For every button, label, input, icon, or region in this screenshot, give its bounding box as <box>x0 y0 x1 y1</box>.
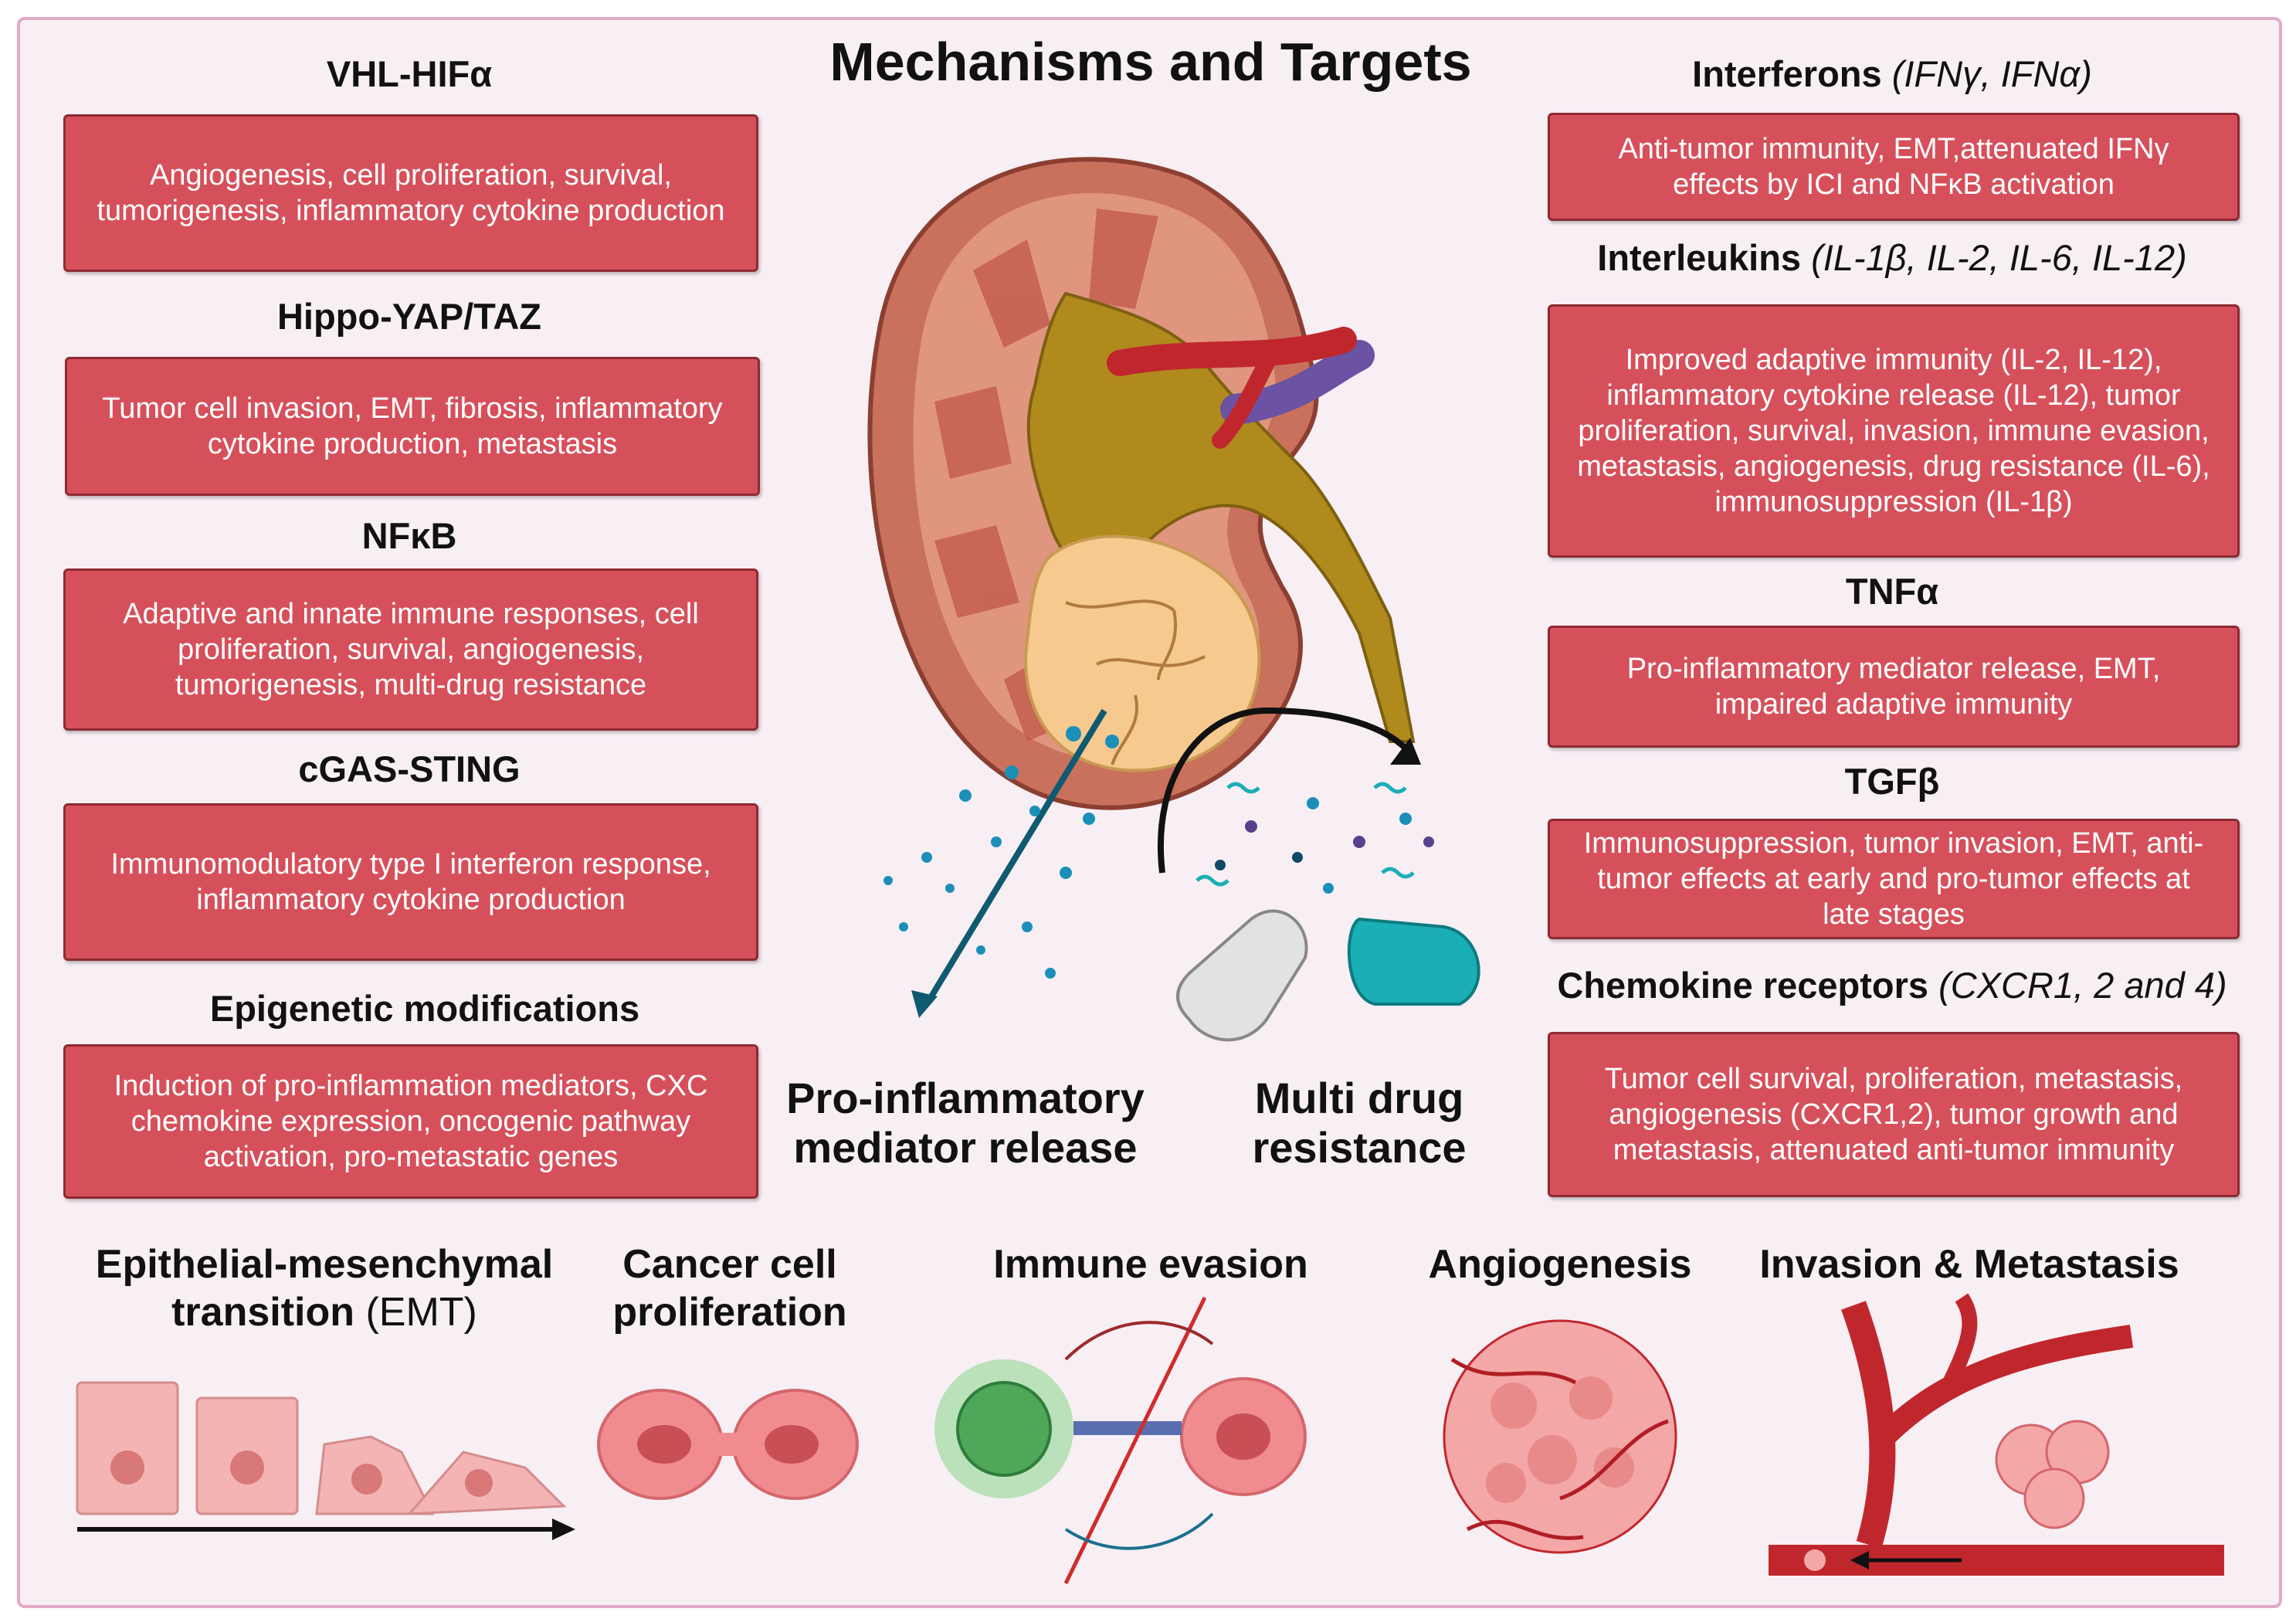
label-cancer-proliferation: Cancer cell proliferation <box>612 1242 847 1335</box>
box-hippo-yap-taz: Tumor cell invasion, EMT, fibrosis, infl… <box>65 357 760 496</box>
capsule-icon <box>1176 909 1480 1042</box>
release-arrow <box>924 708 1107 1006</box>
metastasis-vessel-illustration <box>1769 1293 2224 1576</box>
label-mediator-release: Pro-inflammatory mediator release <box>786 1074 1145 1172</box>
heading-tnfa: TNFα <box>1845 571 1939 612</box>
heading-cgas-sting: cGAS-STING <box>298 748 521 789</box>
heading-epigenetic: Epigenetic modifications <box>209 988 640 1029</box>
kidney-illustration <box>867 157 1416 810</box>
dividing-cell-illustration <box>597 1389 859 1500</box>
tumor-vasculature-illustration <box>1443 1319 1677 1554</box>
drug-particles <box>1195 782 1434 894</box>
mdr-arrow <box>1158 707 1416 874</box>
box-vhl-hif: Angiogenesis, cell proliferation, surviv… <box>63 114 758 272</box>
heading-hippo-yap-taz: Hippo-YAP/TAZ <box>276 296 542 337</box>
label-multi-drug-resistance: Multi drug resistance <box>1252 1074 1467 1172</box>
heading-interleukins: Interleukins (IL-1β, IL-2, IL-6, IL-12) <box>1597 237 2187 278</box>
box-chemokine-receptors: Tumor cell survival, proliferation, meta… <box>1548 1032 2240 1197</box>
figure-title: Mechanisms and Targets <box>829 32 1472 92</box>
label-invasion-metastasis: Invasion & Metastasis <box>1759 1242 2179 1287</box>
box-nfkb: Adaptive and innate immune responses, ce… <box>63 568 758 731</box>
immune-evasion-illustration <box>934 1296 1307 1585</box>
emt-cells-illustration <box>76 1381 567 1515</box>
box-interferons: Anti-tumor immunity, EMT,attenuated IFNγ… <box>1548 113 2240 221</box>
box-epigenetic: Induction of pro-inflammation mediators,… <box>63 1044 758 1199</box>
box-tnfa: Pro-inflammatory mediator release, EMT, … <box>1548 626 2240 748</box>
heading-tgfb: TGFβ <box>1844 761 1940 802</box>
label-immune-evasion: Immune evasion <box>993 1242 1308 1287</box>
heading-interferons: Interferons (IFNγ, IFNα) <box>1692 53 2092 94</box>
heading-nfkb: NFκB <box>361 515 457 556</box>
heading-vhl-hif: VHL-HIFα <box>326 53 493 94</box>
label-angiogenesis: Angiogenesis <box>1428 1242 1692 1287</box>
box-tgfb: Immunosuppression, tumor invasion, EMT, … <box>1548 819 2240 939</box>
heading-chemokine-receptors: Chemokine receptors (CXCR1, 2 and 4) <box>1557 965 2227 1006</box>
box-interleukins: Improved adaptive immunity (IL-2, IL-12)… <box>1548 304 2240 558</box>
label-emt: Epithelial-mesenchymal transition (EMT) <box>95 1242 554 1335</box>
box-cgas-sting: Immunomodulatory type I interferon respo… <box>63 803 758 961</box>
mediator-dots <box>883 726 1119 979</box>
